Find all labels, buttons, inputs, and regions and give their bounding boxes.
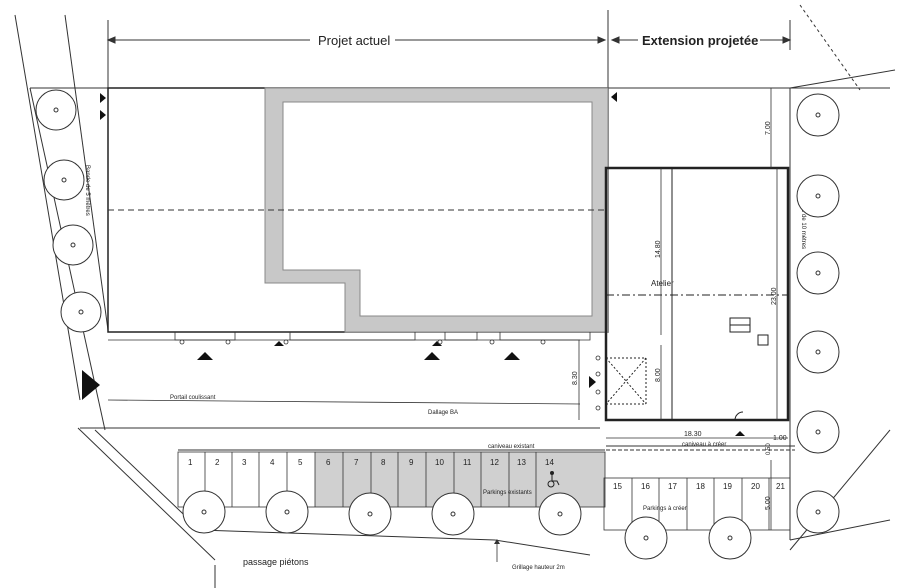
parking-number: 18 — [696, 482, 705, 491]
road-boundary — [14, 4, 896, 588]
parking-existing-numbers: 1 2 3 4 5 6 7 8 9 10 11 12 13 14 — [188, 458, 554, 467]
parking-number: 14 — [545, 458, 554, 467]
existing-building — [107, 87, 609, 333]
tree-icon — [796, 251, 840, 295]
caniveau-creer-label: caniveau à créer — [682, 442, 726, 448]
top-dimension-line — [106, 10, 792, 88]
tree-icon — [796, 330, 840, 374]
direction-markers — [82, 92, 745, 436]
tree-icon — [796, 410, 840, 454]
parking-number: 20 — [751, 482, 760, 491]
parking-number: 11 — [463, 458, 472, 467]
dim-7-00: 7.00 — [765, 121, 772, 135]
parking-new-numbers: 15 16 17 18 19 20 21 — [613, 482, 785, 491]
bande-10-label: Bande de 10 mètres — [800, 195, 806, 249]
tree-icon — [708, 516, 752, 560]
parking-number: 8 — [381, 458, 386, 467]
dim-14-80: 14.80 — [655, 240, 662, 258]
front-wall — [107, 332, 591, 405]
dim-1-00: 1.00 — [773, 435, 787, 442]
parking-number: 17 — [668, 482, 677, 491]
grillage-label: Grillage hauteur 2m — [512, 565, 565, 571]
caniveau-existant-label: caniveau existant — [488, 444, 535, 450]
parking-number: 3 — [242, 458, 247, 467]
tree-icon — [265, 490, 309, 534]
parking-number: 10 — [435, 458, 444, 467]
tree-icon — [431, 492, 475, 536]
caniveau-lines — [178, 445, 795, 451]
bollards — [179, 339, 601, 411]
tree-icon — [348, 492, 392, 536]
atelier-building — [604, 166, 790, 422]
tree-icon — [52, 224, 94, 266]
tree-icon — [43, 159, 85, 201]
dallage-label: Dallage BA — [428, 410, 458, 416]
parking-number: 15 — [613, 482, 622, 491]
parking-number: 4 — [270, 458, 275, 467]
passage-label: passage piétons — [243, 557, 309, 567]
parking-number: 13 — [517, 458, 526, 467]
parking-number: 19 — [723, 482, 732, 491]
dim-23-00: 23.00 — [771, 287, 778, 305]
header-extension: Extension projetée — [642, 33, 758, 48]
portail-label: Portail coulissant — [170, 395, 216, 401]
dimension-lines — [578, 88, 788, 530]
atelier-label: Atelier — [651, 279, 674, 288]
tree-icon — [624, 516, 668, 560]
parking-number: 5 — [298, 458, 303, 467]
dim-18-30: 18.30 — [684, 431, 702, 438]
parking-number: 6 — [326, 458, 331, 467]
parking-number: 21 — [776, 482, 785, 491]
parking-number: 2 — [215, 458, 220, 467]
tree-icon — [796, 93, 840, 137]
tree-icon — [35, 89, 77, 131]
parkings-creer-label: Parkings à créer — [643, 506, 687, 512]
tree-icon — [796, 490, 840, 534]
parkings-existants-label: Parkings existants — [483, 490, 532, 496]
dim-8-00: 8.00 — [655, 368, 662, 382]
tree-icon — [538, 492, 582, 536]
tree-icon — [182, 490, 226, 534]
tree-icon — [796, 174, 840, 218]
dim-5-00: 5.00 — [765, 496, 772, 510]
parking-number: 1 — [188, 458, 193, 467]
bande-5-label: Bande de 5 mètres — [84, 165, 90, 216]
tree-icon — [60, 291, 102, 333]
trees — [35, 89, 840, 560]
header-current-project: Projet actuel — [318, 33, 390, 48]
parking-number: 9 — [409, 458, 414, 467]
parking-number: 7 — [354, 458, 359, 467]
parking-number: 12 — [490, 458, 499, 467]
dim-0-50: 0.50 — [766, 443, 772, 455]
wheelchair-icon — [547, 471, 560, 488]
parking-number: 16 — [641, 482, 650, 491]
dim-8-30: 8.30 — [572, 371, 579, 385]
